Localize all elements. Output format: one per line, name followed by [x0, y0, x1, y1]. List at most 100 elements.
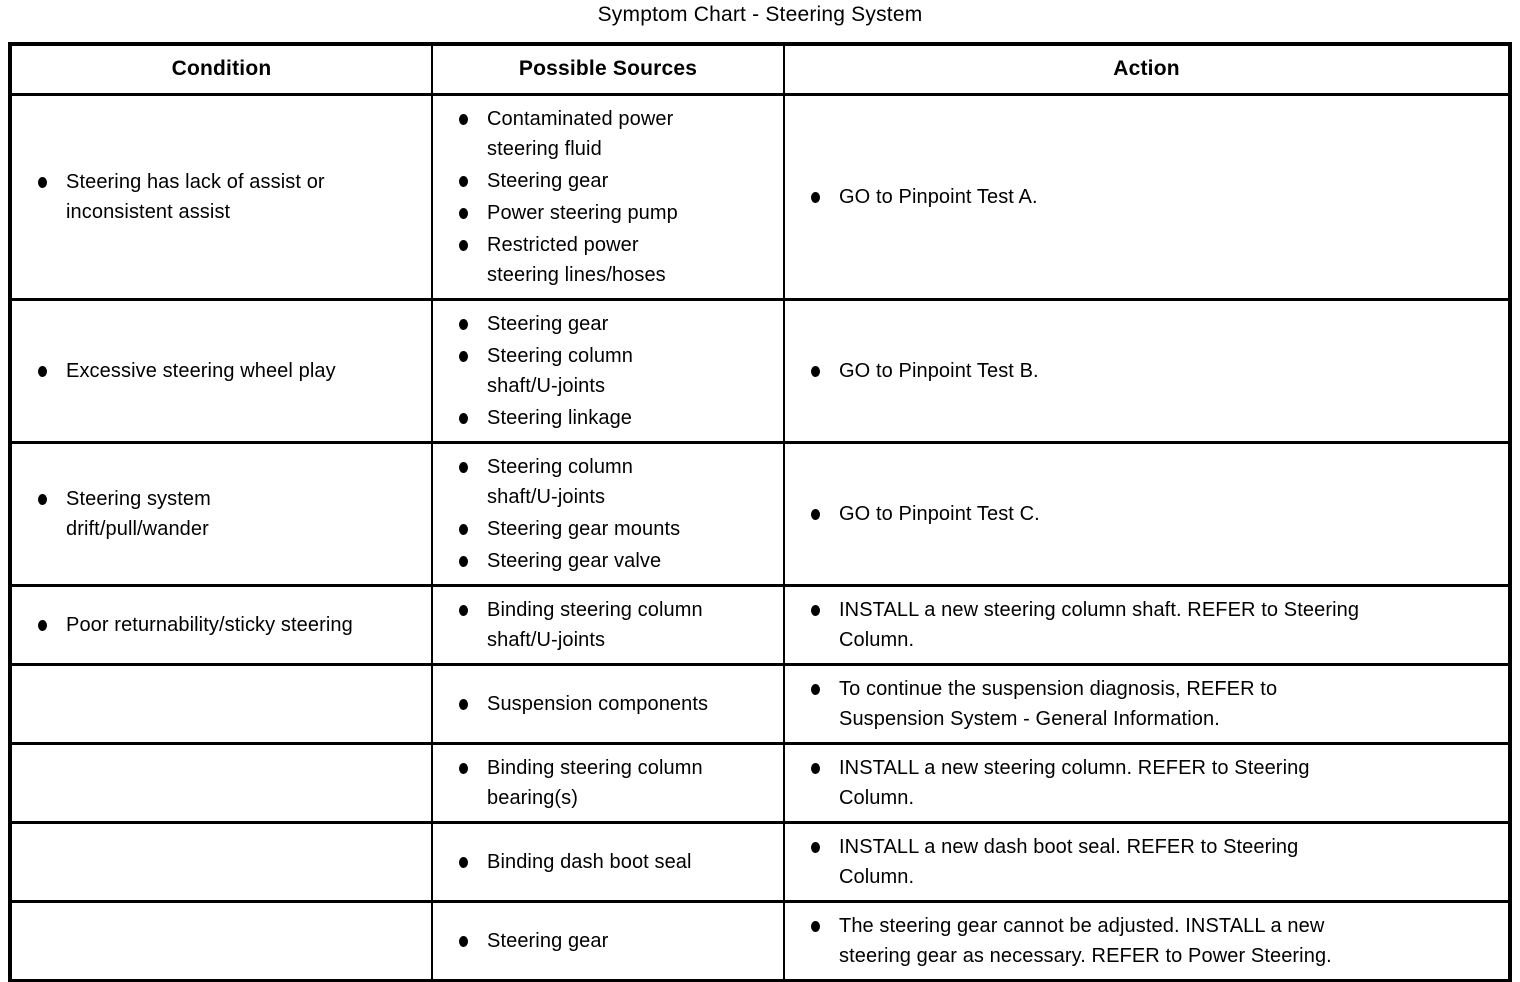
bullet-icon — [459, 318, 468, 330]
bullet-icon — [811, 683, 820, 695]
action-list-item: GO to Pinpoint Test C. — [811, 499, 1498, 529]
cell-content: Steering gear — [459, 926, 773, 956]
sources-text: Steering column shaft/U-joints — [487, 344, 634, 397]
cell-content: INSTALL a new dash boot seal. REFER to S… — [811, 832, 1498, 892]
condition-text: Poor returnability/sticky steering — [66, 613, 353, 636]
bullet-icon — [459, 412, 468, 424]
cell-content: Suspension components — [459, 689, 773, 719]
table-body: Steering has lack of assist or inconsist… — [9, 92, 1511, 982]
symptom-chart-table: Condition Possible Sources Action Steeri… — [8, 42, 1512, 982]
cell-content: GO to Pinpoint Test A. — [811, 182, 1498, 212]
cell-content: Poor returnability/sticky steering — [38, 610, 421, 640]
action-text: INSTALL a new dash boot seal. REFER to S… — [839, 835, 1299, 888]
condition-cell: Steering has lack of assist or inconsist… — [9, 92, 433, 301]
bullet-icon — [459, 555, 468, 567]
action-text: To continue the suspension diagnosis, RE… — [839, 677, 1278, 730]
condition-text: Steering system drift/pull/wander — [66, 487, 211, 540]
sources-list-item: Steering gear — [459, 926, 773, 956]
sources-text: Steering gear mounts — [487, 517, 681, 540]
action-text: INSTALL a new steering column shaft. REF… — [839, 598, 1360, 651]
bullet-icon — [459, 113, 468, 125]
condition-cell — [9, 820, 433, 903]
action-cell: GO to Pinpoint Test A. — [783, 92, 1511, 301]
action-list-item: INSTALL a new dash boot seal. REFER to S… — [811, 832, 1498, 892]
action-cell: INSTALL a new steering column. REFER to … — [783, 741, 1511, 824]
action-cell: The steering gear cannot be adjusted. IN… — [783, 899, 1511, 982]
sources-list-item: Steering gear — [459, 166, 773, 196]
bullet-icon — [811, 841, 820, 853]
action-text: GO to Pinpoint Test C. — [839, 502, 1040, 525]
condition-list-item: Poor returnability/sticky steering — [38, 610, 421, 640]
sources-list-item: Contaminated power steering fluid — [459, 104, 773, 164]
condition-list-item: Excessive steering wheel play — [38, 356, 421, 386]
action-list-item: GO to Pinpoint Test B. — [811, 356, 1498, 386]
bullet-icon — [459, 461, 468, 473]
sources-text: Steering gear valve — [487, 549, 662, 572]
bullet-icon — [459, 350, 468, 362]
bullet-icon — [38, 619, 47, 631]
sources-list-item: Restricted power steering lines/hoses — [459, 230, 773, 290]
cell-content: Steering has lack of assist or inconsist… — [38, 167, 421, 227]
action-text: GO to Pinpoint Test A. — [839, 185, 1038, 208]
cell-content: The steering gear cannot be adjusted. IN… — [811, 911, 1498, 971]
bullet-icon — [811, 191, 820, 203]
cell-content: GO to Pinpoint Test B. — [811, 356, 1498, 386]
cell-content: To continue the suspension diagnosis, RE… — [811, 674, 1498, 734]
table-row: Binding steering column bearing(s) INSTAL… — [9, 741, 1511, 824]
action-text: GO to Pinpoint Test B. — [839, 359, 1039, 382]
bullet-icon — [811, 508, 820, 520]
bullet-icon — [459, 604, 468, 616]
action-list-item: INSTALL a new steering column. REFER to … — [811, 753, 1498, 813]
cell-content: Excessive steering wheel play — [38, 356, 421, 386]
action-list-item: The steering gear cannot be adjusted. IN… — [811, 911, 1498, 971]
condition-cell: Steering system drift/pull/wander — [9, 440, 433, 587]
sources-text: Contaminated power steering fluid — [487, 107, 674, 160]
sources-list-item: Steering column shaft/U-joints — [459, 452, 773, 512]
bullet-icon — [38, 493, 47, 505]
table-row: Excessive steering wheel play Steering ge… — [9, 297, 1511, 444]
action-list-item: INSTALL a new steering column shaft. REF… — [811, 595, 1498, 655]
column-header-condition: Condition — [9, 43, 433, 96]
condition-text: Steering has lack of assist or inconsist… — [66, 170, 325, 223]
bullet-icon — [811, 365, 820, 377]
bullet-icon — [38, 176, 47, 188]
sources-text: Restricted power steering lines/hoses — [487, 233, 666, 286]
bullet-icon — [459, 698, 468, 710]
bullet-icon — [459, 239, 468, 251]
bullet-icon — [459, 762, 468, 774]
bullet-icon — [459, 935, 468, 947]
page-title: Symptom Chart - Steering System — [597, 3, 923, 26]
condition-list-item: Steering system drift/pull/wander — [38, 484, 421, 544]
sources-cell: Binding steering column bearing(s) — [431, 741, 785, 824]
bullet-icon — [811, 762, 820, 774]
cell-content: Binding steering column bearing(s) — [459, 753, 773, 813]
action-list-item: GO to Pinpoint Test A. — [811, 182, 1498, 212]
sources-text: Binding steering column bearing(s) — [487, 756, 703, 809]
sources-text: Power steering pump — [487, 201, 678, 224]
sources-cell: Suspension components — [431, 662, 785, 745]
action-cell: GO to Pinpoint Test B. — [783, 297, 1511, 444]
sources-list-item: Binding steering column bearing(s) — [459, 753, 773, 813]
condition-cell: Excessive steering wheel play — [9, 297, 433, 444]
sources-text: Suspension components — [487, 692, 709, 715]
table-row: Steering has lack of assist or inconsist… — [9, 92, 1511, 301]
bullet-icon — [811, 604, 820, 616]
bullet-icon — [38, 365, 47, 377]
condition-cell — [9, 899, 433, 982]
condition-cell — [9, 741, 433, 824]
table-header-row: Condition Possible Sources Action — [9, 43, 1511, 96]
sources-text: Binding dash boot seal — [487, 850, 692, 873]
sources-list-item: Power steering pump — [459, 198, 773, 228]
cell-content: INSTALL a new steering column. REFER to … — [811, 753, 1498, 813]
action-cell: INSTALL a new dash boot seal. REFER to S… — [783, 820, 1511, 903]
sources-list-item: Steering gear valve — [459, 546, 773, 576]
sources-cell: Binding steering column shaft/U-joints — [431, 583, 785, 666]
table-row: Suspension components To continue the sus… — [9, 662, 1511, 745]
action-list-item: To continue the suspension diagnosis, RE… — [811, 674, 1498, 734]
condition-text: Excessive steering wheel play — [66, 359, 336, 382]
